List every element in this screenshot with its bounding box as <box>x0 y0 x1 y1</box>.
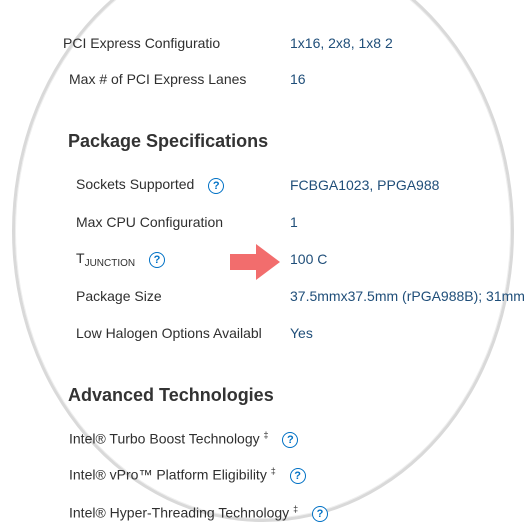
spec-value: 100 C <box>290 251 328 267</box>
spec-label: Max CPU Configuration <box>76 214 224 230</box>
spec-value: Yes <box>290 325 313 341</box>
tjunction-main: T <box>76 250 85 266</box>
spec-label: Max # of PCI Express Lanes <box>69 71 247 87</box>
spec-label: Low Halogen Options Availabl <box>76 325 262 341</box>
question-circle-icon[interactable]: ? <box>149 252 166 268</box>
question-circle-icon[interactable]: ? <box>208 178 225 194</box>
question-circle-icon[interactable]: ? <box>311 506 328 523</box>
section-title-package: Package Specifications <box>68 131 269 151</box>
adv-label-text: Intel® vPro™ Platform Eligibility <box>69 466 267 483</box>
spec-label: Intel® vPro™ Platform Eligibility ‡ ? <box>69 466 306 485</box>
spec-value: 16 <box>290 71 306 87</box>
spec-label: TJUNCTION ? <box>76 250 166 269</box>
spec-value: 37.5mmx37.5mm (rPGA988B); 31mm <box>290 288 525 304</box>
question-circle-icon[interactable]: ? <box>282 432 299 449</box>
question-circle-icon[interactable]: ? <box>289 468 306 485</box>
spec-label: Intel® Turbo Boost Technology ‡ ? <box>69 429 299 449</box>
footnote-mark: ‡ <box>293 503 299 514</box>
arrow-right-icon <box>230 244 280 280</box>
adv-label-text: Intel® Turbo Boost Technology <box>69 430 260 447</box>
tjunction-sub: JUNCTION <box>84 258 136 269</box>
section-title-advanced: Advanced Technologies <box>68 385 274 405</box>
spec-label: Sockets Supported ? <box>76 176 225 194</box>
spec-label: Intel® Hyper-Threading Technology ‡ ? <box>69 504 328 523</box>
spec-value: 1 <box>290 214 298 230</box>
footnote-mark: ‡ <box>263 429 269 440</box>
spec-label: PCI Express Configuratio <box>63 35 221 51</box>
footnote-mark: ‡ <box>270 465 276 476</box>
spec-label-text: Sockets Supported <box>76 176 195 192</box>
spec-value: FCBGA1023, PPGA988 <box>290 177 440 193</box>
spec-content: PCI Express Configuratio 1x16, 2x8, 1x8 … <box>3 3 525 523</box>
magnifier-circle: PCI Express Configuratio 1x16, 2x8, 1x8 … <box>12 0 525 523</box>
spec-label: Package Size <box>76 288 162 304</box>
adv-label-text: Intel® Hyper-Threading Technology <box>69 504 290 521</box>
spec-value: 1x16, 2x8, 1x8 2 <box>290 35 393 51</box>
